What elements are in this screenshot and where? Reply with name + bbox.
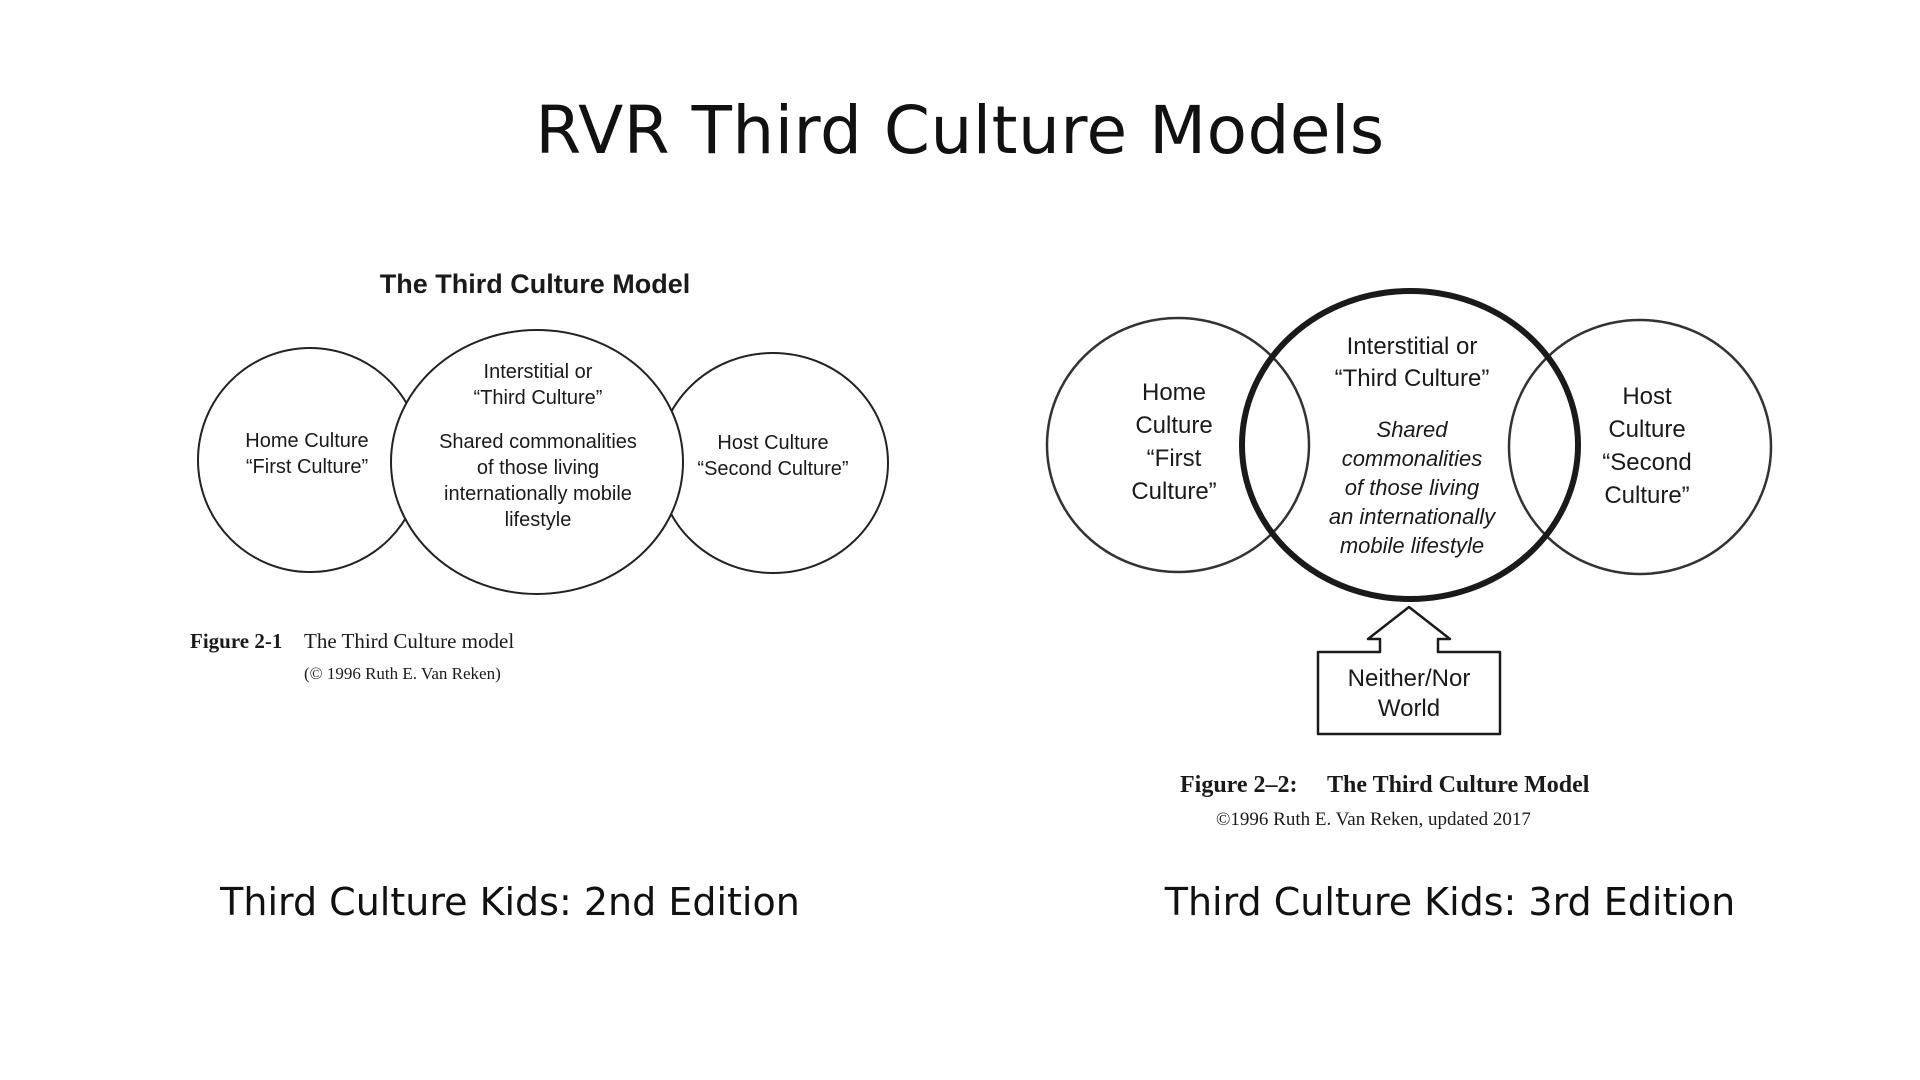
- left-center-line2: “Third Culture”: [474, 387, 603, 409]
- right-home-line3: “First: [1147, 445, 1202, 472]
- right-figure: Interstitial or “Third Culture” Shared c…: [1045, 288, 1773, 830]
- right-host-line1: Host: [1622, 383, 1672, 410]
- left-host-line1: Host Culture: [717, 432, 828, 454]
- left-figure: The Third Culture Model Interstitial or …: [190, 269, 889, 683]
- right-center-desc4: an internationally: [1329, 504, 1497, 529]
- left-center-line1: Interstitial or: [484, 361, 593, 383]
- right-home-line1: Home: [1142, 379, 1206, 406]
- left-center-desc3: internationally mobile: [444, 483, 632, 505]
- right-figure-label: Figure 2–2:: [1180, 772, 1298, 798]
- right-center-desc3: of those living: [1345, 475, 1480, 500]
- right-host-line3: “Second: [1602, 449, 1691, 476]
- right-host-line4: Culture”: [1604, 482, 1689, 509]
- left-edition-caption: Third Culture Kids: 2nd Edition: [220, 880, 800, 924]
- right-home-line4: Culture”: [1131, 478, 1216, 505]
- right-center-line1: Interstitial or: [1347, 333, 1478, 360]
- left-figure-label: Figure 2-1: [190, 629, 282, 653]
- right-center-circle: [1239, 288, 1581, 602]
- neither-nor-arrow-box: [1316, 605, 1502, 736]
- right-home-circle: [1045, 316, 1311, 574]
- left-host-line2: “Second Culture”: [697, 458, 848, 480]
- right-center-desc1: Shared: [1377, 417, 1449, 442]
- left-center-desc4: lifestyle: [505, 509, 572, 531]
- left-center-desc2: of those living: [477, 457, 599, 479]
- slide-title: RVR Third Culture Models: [535, 92, 1385, 169]
- left-figure-heading: The Third Culture Model: [380, 269, 691, 299]
- right-box-line1: Neither/Nor: [1348, 665, 1471, 692]
- right-center-desc5: mobile lifestyle: [1340, 533, 1484, 558]
- right-figure-title: The Third Culture Model: [1327, 772, 1590, 798]
- right-center-line2: “Third Culture”: [1335, 365, 1490, 392]
- right-host-line2: Culture: [1608, 416, 1685, 443]
- right-center-desc2: commonalities: [1342, 446, 1483, 471]
- left-home-line1: Home Culture: [245, 430, 368, 452]
- right-figure-copyright: ©1996 Ruth E. Van Reken, updated 2017: [1216, 809, 1531, 830]
- right-box-line2: World: [1378, 695, 1440, 722]
- left-figure-copyright: (© 1996 Ruth E. Van Reken): [304, 664, 501, 683]
- right-home-line2: Culture: [1135, 412, 1212, 439]
- left-figure-title: The Third Culture model: [304, 629, 514, 653]
- left-home-line2: “First Culture”: [246, 456, 368, 478]
- left-center-circle: [390, 329, 684, 595]
- right-edition-caption: Third Culture Kids: 3rd Edition: [1164, 880, 1736, 924]
- left-center-desc1: Shared commonalities: [439, 431, 637, 453]
- right-host-circle: [1507, 318, 1773, 576]
